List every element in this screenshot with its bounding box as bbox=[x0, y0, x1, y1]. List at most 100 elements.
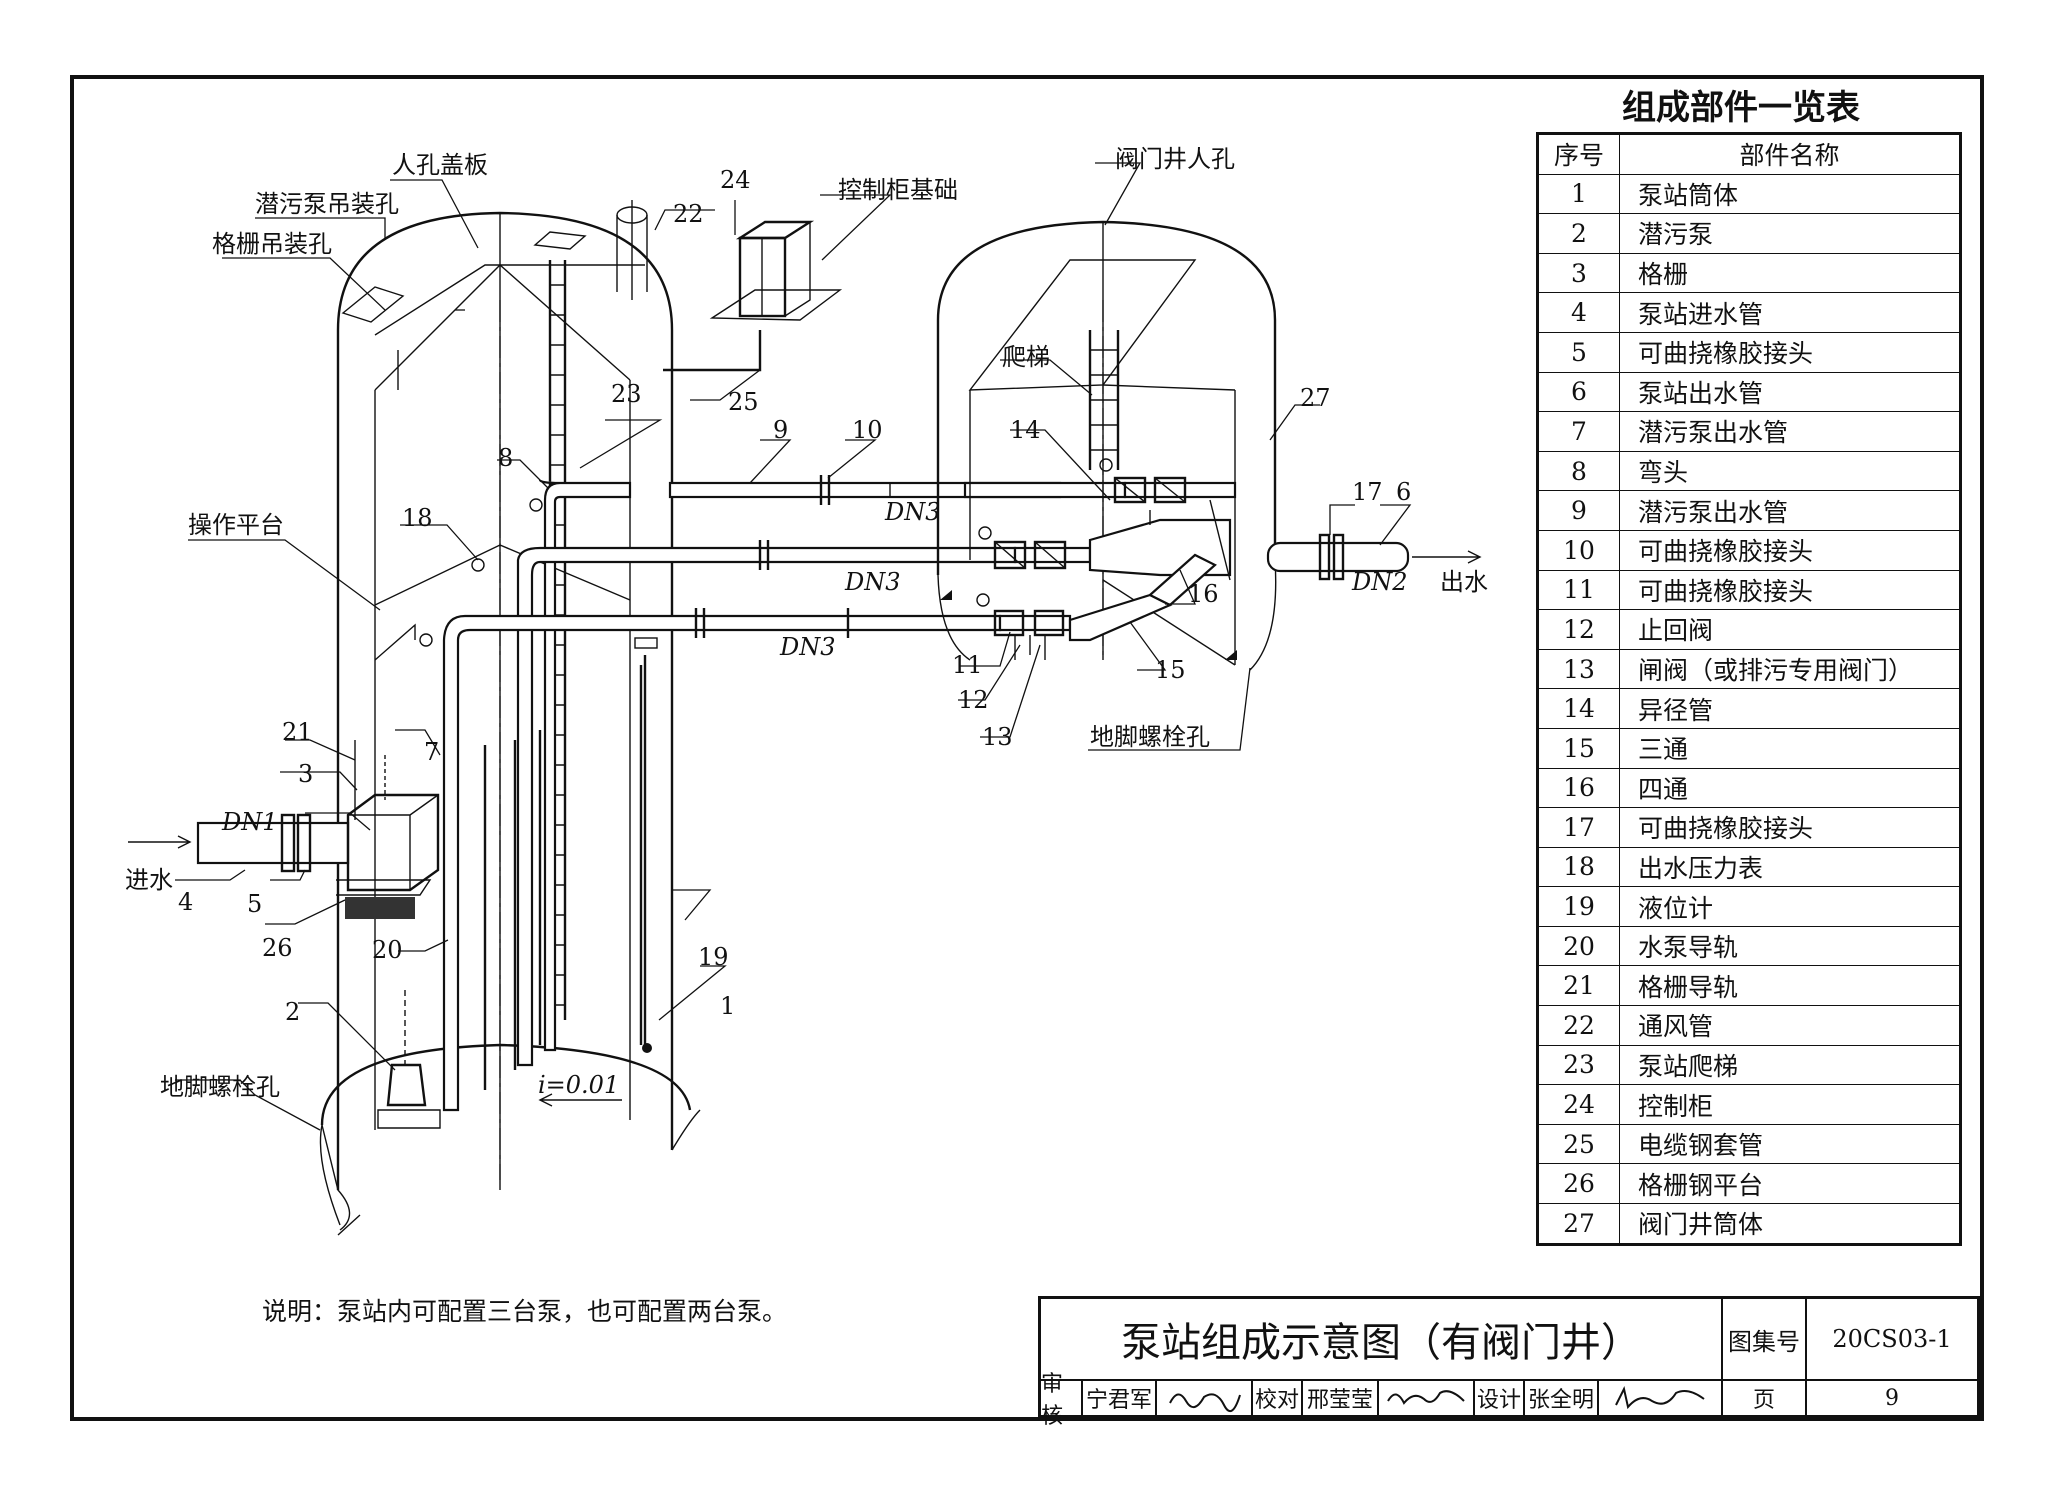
callout-19: 19 bbox=[698, 943, 729, 971]
parts-table-title: 组成部件一览表 bbox=[1622, 88, 1860, 128]
callout-22: 22 bbox=[673, 200, 704, 228]
label-ladder: 爬梯 bbox=[1002, 343, 1050, 371]
row-seq: 26 bbox=[1537, 1163, 1620, 1205]
leader-lines bbox=[175, 162, 1412, 1131]
row-part-name: 可曲挠橡胶接头 bbox=[1619, 569, 1961, 611]
callout-1: 1 bbox=[720, 992, 735, 1020]
row-part-name: 泵站筒体 bbox=[1619, 173, 1961, 215]
pressure-gauges bbox=[419, 498, 543, 647]
label-dn3-b: DN3 bbox=[844, 568, 901, 596]
label-anchor-hole-right: 地脚螺栓孔 bbox=[1090, 723, 1210, 751]
label-dn3-c: DN3 bbox=[779, 633, 836, 661]
row-seq: 17 bbox=[1537, 807, 1620, 848]
callout-25: 25 bbox=[728, 388, 759, 416]
callout-21: 21 bbox=[282, 718, 313, 746]
row-seq: 18 bbox=[1537, 846, 1620, 888]
callout-5: 5 bbox=[247, 890, 262, 918]
label-platform: 操作平台 bbox=[188, 511, 284, 539]
designer-signature bbox=[1598, 1380, 1722, 1418]
atlas-number: 20CS03-1 bbox=[1806, 1296, 1980, 1380]
row-part-name: 可曲挠橡胶接头 bbox=[1619, 807, 1961, 848]
callout-24: 24 bbox=[720, 166, 751, 194]
row-part-name: 止回阀 bbox=[1619, 609, 1961, 650]
callout-13: 13 bbox=[982, 723, 1013, 751]
row-part-name: 控制柜 bbox=[1619, 1084, 1961, 1125]
row-seq: 23 bbox=[1537, 1044, 1620, 1086]
row-part-name: 水泵导轨 bbox=[1619, 925, 1961, 967]
row-part-name: 潜污泵 bbox=[1619, 213, 1961, 254]
callout-9: 9 bbox=[773, 416, 788, 444]
slope-arrow bbox=[538, 1093, 622, 1107]
row-seq: 24 bbox=[1537, 1084, 1620, 1125]
drawing-frame bbox=[70, 75, 1984, 1421]
inlet-and-grille bbox=[128, 740, 440, 919]
label-slope: i=0.01 bbox=[538, 1071, 619, 1099]
row-part-name: 可曲挠橡胶接头 bbox=[1619, 331, 1961, 373]
label-dn2: DN2 bbox=[1351, 568, 1408, 596]
row-part-name: 潜污泵出水管 bbox=[1619, 411, 1961, 452]
callout-11: 11 bbox=[952, 651, 983, 679]
row-seq: 6 bbox=[1537, 371, 1620, 413]
review-label: 审核 bbox=[1038, 1372, 1082, 1429]
checker-signature bbox=[1378, 1380, 1474, 1418]
callout-20: 20 bbox=[372, 936, 403, 964]
row-seq: 21 bbox=[1537, 965, 1620, 1007]
row-seq: 14 bbox=[1537, 688, 1620, 729]
header-seq: 序号 bbox=[1537, 133, 1620, 175]
submersible-pump bbox=[377, 990, 441, 1129]
row-seq: 10 bbox=[1537, 529, 1620, 571]
callout-17: 17 bbox=[1352, 478, 1383, 506]
outlet-pipe bbox=[1266, 533, 1482, 581]
callout-16: 16 bbox=[1188, 580, 1219, 608]
valve-chamber-body bbox=[936, 220, 1277, 671]
row-seq: 12 bbox=[1537, 609, 1620, 650]
row-seq: 8 bbox=[1537, 450, 1620, 492]
row-part-name: 四通 bbox=[1619, 767, 1961, 809]
valves-and-fittings bbox=[976, 458, 1237, 660]
callout-6: 6 bbox=[1396, 478, 1411, 506]
callout-8: 8 bbox=[498, 444, 513, 472]
row-part-name: 格栅 bbox=[1619, 252, 1961, 294]
row-seq: 13 bbox=[1537, 648, 1620, 690]
label-control-base: 控制柜基础 bbox=[838, 176, 958, 204]
row-part-name: 格栅钢平台 bbox=[1619, 1163, 1961, 1205]
row-seq: 9 bbox=[1537, 490, 1620, 531]
row-seq: 7 bbox=[1537, 411, 1620, 452]
row-part-name: 闸阀（或排污专用阀门） bbox=[1619, 648, 1961, 690]
row-part-name: 阀门井筒体 bbox=[1619, 1203, 1961, 1245]
row-seq: 15 bbox=[1537, 727, 1620, 769]
label-grille-lift-hole: 格栅吊装孔 bbox=[212, 230, 332, 258]
row-seq: 16 bbox=[1537, 767, 1620, 809]
page-label: 页 bbox=[1722, 1380, 1806, 1418]
reviewer-signature bbox=[1156, 1380, 1252, 1418]
row-seq: 11 bbox=[1537, 569, 1620, 611]
row-part-name: 出水压力表 bbox=[1619, 846, 1961, 888]
checker-name: 邢莹莹 bbox=[1302, 1380, 1378, 1418]
row-part-name: 电缆钢套管 bbox=[1619, 1123, 1961, 1165]
row-seq: 22 bbox=[1537, 1005, 1620, 1046]
row-part-name: 液位计 bbox=[1619, 886, 1961, 927]
callout-26: 26 bbox=[262, 934, 293, 962]
row-part-name: 泵站进水管 bbox=[1619, 292, 1961, 333]
label-dn3-a: DN3 bbox=[884, 498, 941, 526]
reviewer-name: 宁君军 bbox=[1082, 1380, 1156, 1418]
pump-station-body bbox=[319, 211, 701, 1236]
